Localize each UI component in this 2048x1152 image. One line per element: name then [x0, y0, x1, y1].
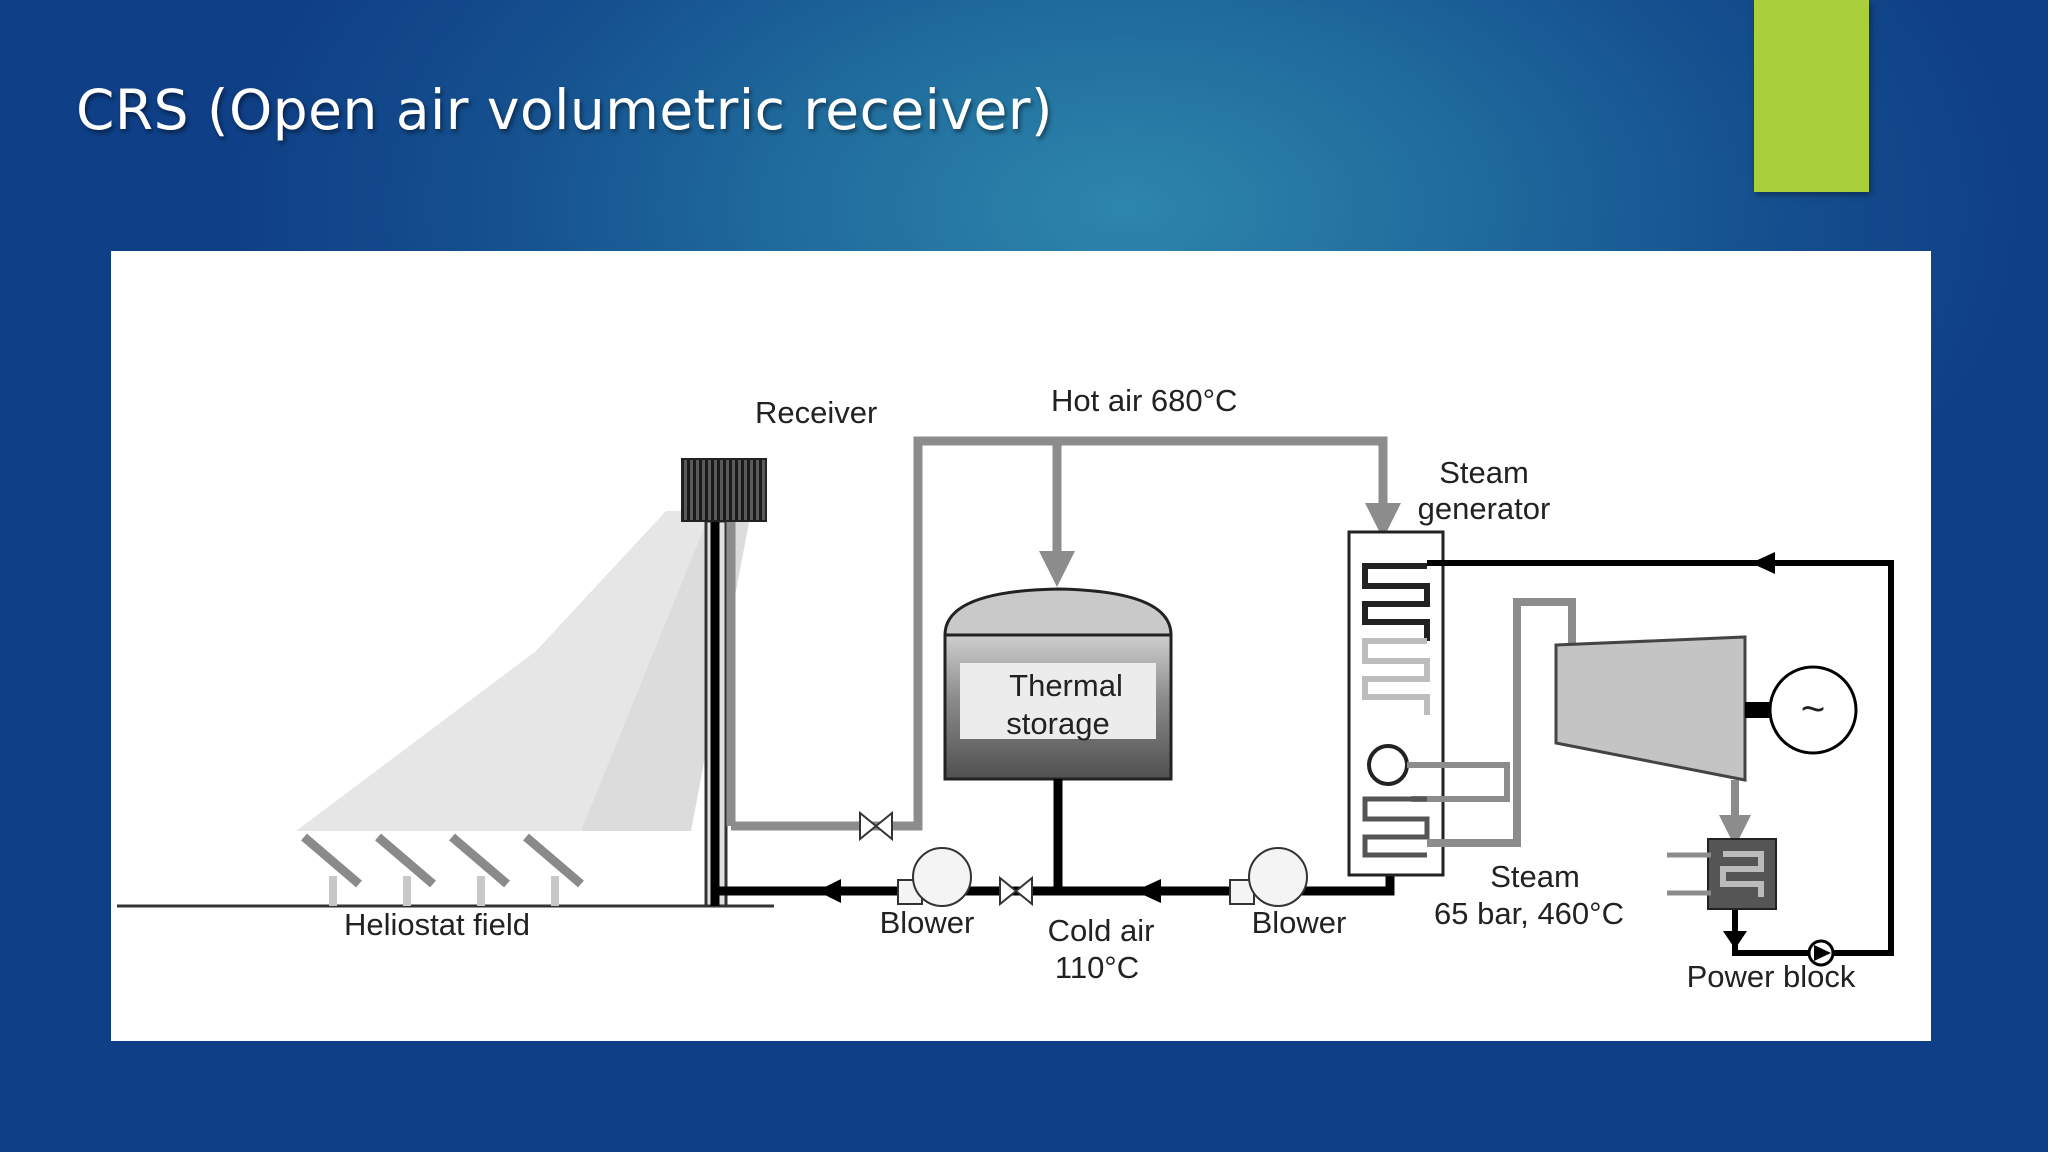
receiver-tower: [681, 458, 897, 908]
slide-title: CRS (Open air volumetric receiver): [76, 78, 1053, 142]
thermal-storage-label-1: Thermal: [1009, 668, 1123, 703]
blower-left: [897, 847, 972, 907]
blower-right-label: Blower: [1252, 905, 1347, 940]
steam-condition-label-2: 65 bar, 460°C: [1434, 896, 1624, 931]
heliostat: [301, 833, 362, 906]
receiver-label: Receiver: [755, 395, 877, 430]
turbine: [1554, 635, 1751, 847]
crs-diagram: ~ Receiver Hot air 680°C Steam generator…: [117, 383, 1894, 994]
accent-bar: [1754, 0, 1869, 192]
heliostat-field: [301, 833, 584, 906]
steam-generator-label-2: generator: [1418, 491, 1551, 526]
heliostat: [523, 833, 584, 906]
valve: [999, 875, 1033, 907]
generator: ~: [1745, 665, 1858, 755]
light-beams: [296, 511, 751, 831]
heliostat: [375, 833, 436, 906]
condenser: [1667, 838, 1777, 949]
generator-symbol: ~: [1801, 685, 1826, 732]
valve: [859, 810, 893, 842]
cold-air-label-2: 110°C: [1055, 950, 1139, 985]
heliostat-field-label: Heliostat field: [344, 907, 530, 942]
steam-generator-label-1: Steam: [1439, 455, 1529, 490]
power-block-label: Power block: [1687, 959, 1856, 994]
hot-air-pipe: [897, 436, 1401, 831]
heliostat: [449, 833, 510, 906]
diagram-panel: ~ Receiver Hot air 680°C Steam generator…: [111, 251, 1931, 1041]
blower-left-label: Blower: [880, 905, 975, 940]
thermal-storage-tank: [943, 587, 1173, 781]
hot-air-label: Hot air 680°C: [1051, 383, 1237, 418]
steam-line: [1427, 598, 1588, 847]
blower-right: [1229, 847, 1308, 907]
steam-generator: [1347, 530, 1510, 877]
cold-air-label-1: Cold air: [1048, 913, 1155, 948]
steam-condition-label-1: Steam: [1490, 859, 1580, 894]
thermal-storage-label-2: storage: [1006, 706, 1109, 741]
